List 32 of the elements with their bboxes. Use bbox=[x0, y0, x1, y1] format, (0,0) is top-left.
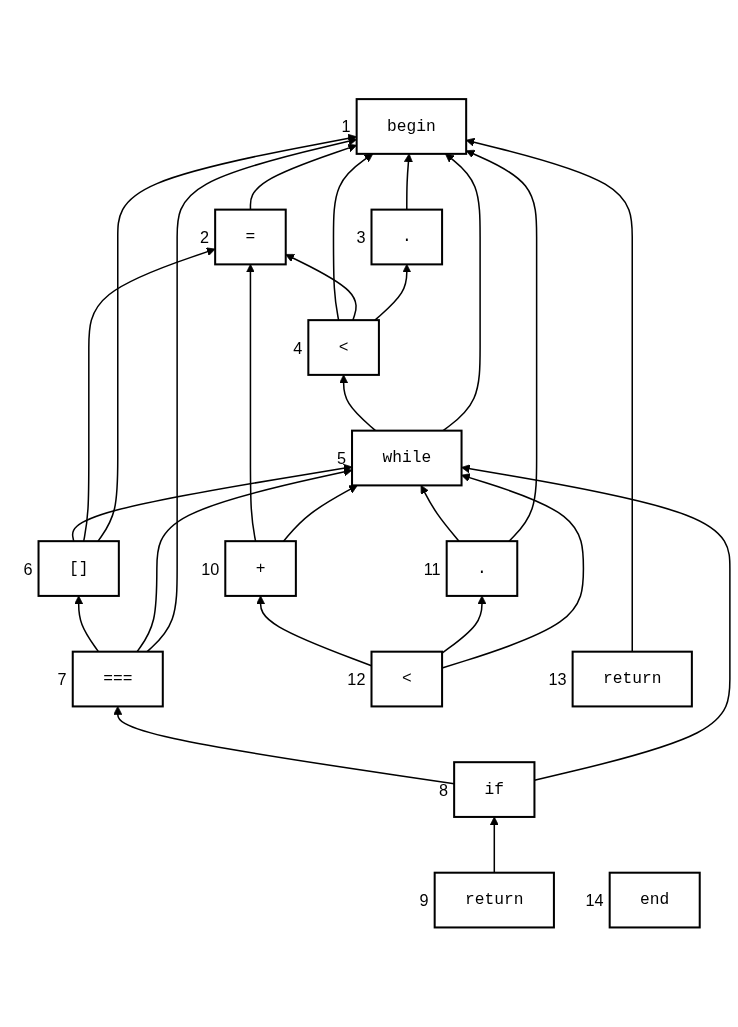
arrow bbox=[461, 464, 731, 782]
node-label: 4 bbox=[293, 338, 303, 357]
node-box: while bbox=[351, 429, 463, 487]
node-box: < bbox=[307, 319, 380, 377]
arrow bbox=[113, 706, 455, 785]
node-box: . bbox=[370, 208, 444, 266]
node-label: 6 bbox=[23, 559, 33, 578]
node-box: < bbox=[370, 650, 444, 708]
node-label: 7 bbox=[57, 670, 67, 689]
node-box: return bbox=[571, 650, 693, 708]
node-label: 13 bbox=[548, 670, 567, 689]
node-label: 2 bbox=[200, 228, 210, 247]
node-label: 12 bbox=[347, 670, 366, 689]
node-label: 8 bbox=[439, 780, 449, 799]
node-box: end bbox=[608, 871, 701, 929]
node-box: . bbox=[445, 540, 519, 598]
node-label: 14 bbox=[585, 891, 604, 910]
node-label: 9 bbox=[419, 891, 429, 910]
node-box: begin bbox=[355, 98, 468, 156]
node-label: 5 bbox=[336, 449, 346, 468]
node-box: + bbox=[224, 540, 297, 598]
node-box: = bbox=[214, 208, 287, 266]
node-label: 3 bbox=[356, 228, 366, 247]
node-label: 1 bbox=[341, 117, 351, 136]
node-box: if bbox=[453, 761, 536, 819]
arrow bbox=[374, 264, 412, 322]
node-box: [] bbox=[37, 540, 120, 598]
node-box: === bbox=[71, 650, 164, 708]
node-box: return bbox=[433, 871, 555, 929]
node-label: 11 bbox=[423, 559, 441, 578]
node-label: 10 bbox=[201, 559, 220, 578]
arrow bbox=[441, 473, 585, 669]
